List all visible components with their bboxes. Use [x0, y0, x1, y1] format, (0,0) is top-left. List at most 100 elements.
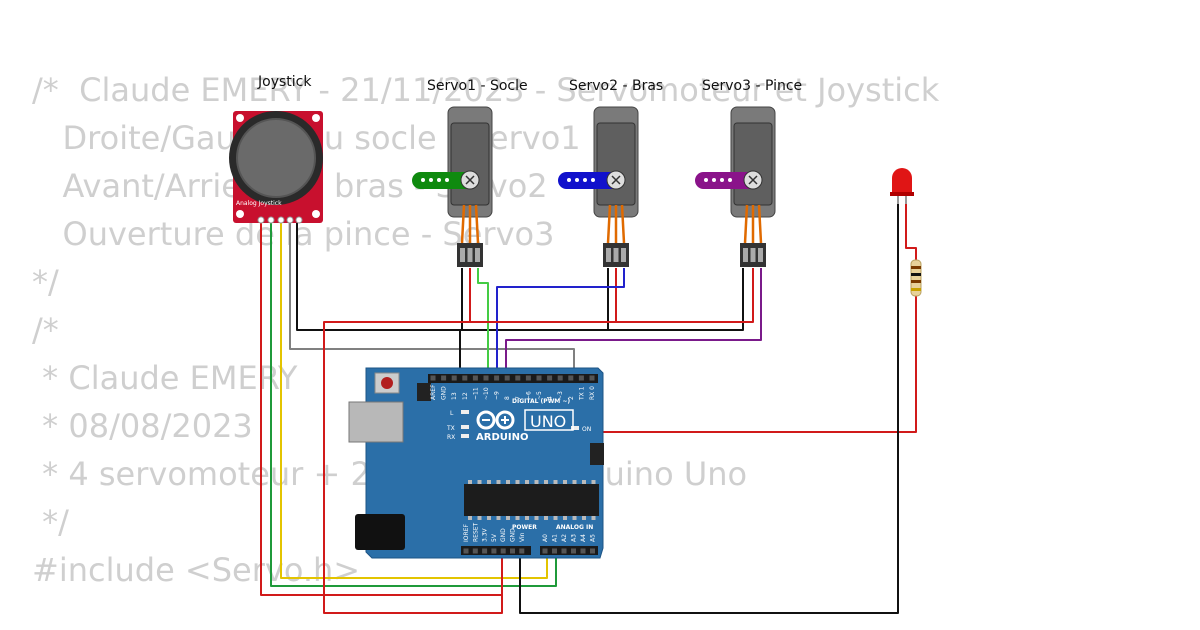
reset-button[interactable] [381, 377, 393, 389]
pin-label: AREF [430, 384, 437, 400]
header-pin[interactable] [571, 548, 576, 554]
pin-label: ~5 [536, 391, 543, 400]
header-pin[interactable] [552, 548, 557, 554]
header-pin[interactable] [441, 375, 447, 381]
header-pin[interactable] [589, 375, 595, 381]
header-pin[interactable] [482, 548, 488, 554]
wire-joystick-vcc[interactable] [270, 220, 557, 587]
header-pin[interactable] [483, 375, 489, 381]
wire-servo3-vcc[interactable] [323, 268, 754, 614]
header-pin[interactable] [462, 375, 468, 381]
header-pin[interactable] [590, 548, 595, 554]
header-pin[interactable] [500, 548, 506, 554]
led-bulb[interactable] [892, 168, 912, 194]
wire-joystick-sw[interactable] [296, 220, 744, 331]
chip-pin [563, 516, 567, 520]
chip-pin [563, 480, 567, 484]
header-pin[interactable] [510, 548, 515, 554]
wire-led-gnd[interactable] [519, 200, 899, 614]
chip-pin [525, 516, 529, 520]
header-pin[interactable] [515, 375, 521, 381]
resistor-band [911, 266, 921, 269]
pin-label: A4 [580, 534, 587, 542]
joystick-pin[interactable] [295, 216, 303, 224]
joystick-pin[interactable] [257, 216, 265, 224]
digital-header [428, 374, 598, 383]
pin-label: 4 [547, 396, 554, 400]
chip-pin [506, 516, 510, 520]
resistor[interactable] [910, 259, 922, 297]
usb-port[interactable] [348, 401, 404, 443]
header-pin[interactable] [536, 375, 542, 381]
chip-pin [506, 480, 510, 484]
arduino-logo-icon [476, 410, 515, 430]
pin-label: 13 [451, 392, 458, 400]
chip-pin [468, 516, 472, 520]
wire-led-resistor[interactable] [565, 294, 917, 433]
chip-pin [468, 480, 472, 484]
chip-pin [477, 480, 482, 484]
code-line: * Claude EMERY [32, 359, 298, 397]
resistor-band [911, 288, 921, 291]
rx-led [461, 434, 469, 438]
pin-label: A0 [542, 534, 549, 542]
joystick-knob[interactable] [236, 118, 316, 198]
servo3 [695, 106, 776, 267]
code-line: * 08/08/2023 [32, 407, 253, 445]
chip-pin [534, 480, 539, 484]
uno-box [524, 409, 574, 431]
power-label: POWER [512, 524, 537, 531]
chip-pin [544, 516, 548, 520]
servo-horn-hole [567, 178, 571, 182]
joystick-pin[interactable] [267, 216, 275, 224]
pin-label: 5V [491, 533, 498, 542]
header-pin[interactable] [578, 375, 584, 381]
chip-pin [572, 480, 577, 484]
pin-label: GND [441, 386, 448, 400]
wire-servo3-signal[interactable] [505, 268, 762, 377]
pin-label: RX 0 [589, 386, 596, 400]
servo-connector-pin [621, 248, 626, 262]
wire-joystick-vry[interactable] [289, 220, 575, 377]
servo-horn-hole [575, 178, 579, 182]
servo1-label: Servo1 - Socle [427, 78, 528, 94]
tx-led [461, 425, 469, 429]
joystick-pin[interactable] [286, 216, 294, 224]
icsp-header [417, 383, 431, 401]
power-jack[interactable] [355, 514, 405, 550]
header-pin[interactable] [519, 548, 525, 554]
header-pin[interactable] [580, 548, 586, 554]
joystick-pin[interactable] [277, 216, 285, 224]
wire-servo2-signal[interactable] [496, 268, 625, 377]
header-pin[interactable] [472, 548, 478, 554]
header-pin[interactable] [494, 375, 500, 381]
header-pin[interactable] [463, 548, 469, 554]
header-pin[interactable] [557, 375, 563, 381]
header-pin[interactable] [504, 375, 510, 381]
header-pin[interactable] [568, 375, 574, 381]
wire-servo1-signal[interactable] [477, 268, 489, 377]
pin-label: ~10 [483, 387, 490, 400]
header-pin[interactable] [542, 548, 548, 554]
header-pin[interactable] [561, 548, 567, 554]
wire-joystick-vrx[interactable] [280, 220, 548, 579]
code-line: /* Claude EMERY - 21/11/2023 - Servomote… [32, 71, 940, 109]
header-pin[interactable] [430, 375, 436, 381]
chip-pin [582, 480, 586, 484]
servo-horn[interactable] [412, 172, 476, 189]
header-pin[interactable] [525, 375, 531, 381]
wire-led-signal[interactable] [905, 200, 917, 262]
chip-pin [496, 480, 501, 484]
servo-horn-hole [712, 178, 716, 182]
tx-label: TX [446, 425, 455, 432]
header-pin[interactable] [547, 375, 553, 381]
servo-horn-hole [583, 178, 587, 182]
header-pin[interactable] [472, 375, 478, 381]
header-pin[interactable] [491, 548, 497, 554]
header-pin[interactable] [451, 375, 457, 381]
servo-horn[interactable] [558, 172, 622, 189]
servo-horn[interactable] [695, 172, 759, 189]
